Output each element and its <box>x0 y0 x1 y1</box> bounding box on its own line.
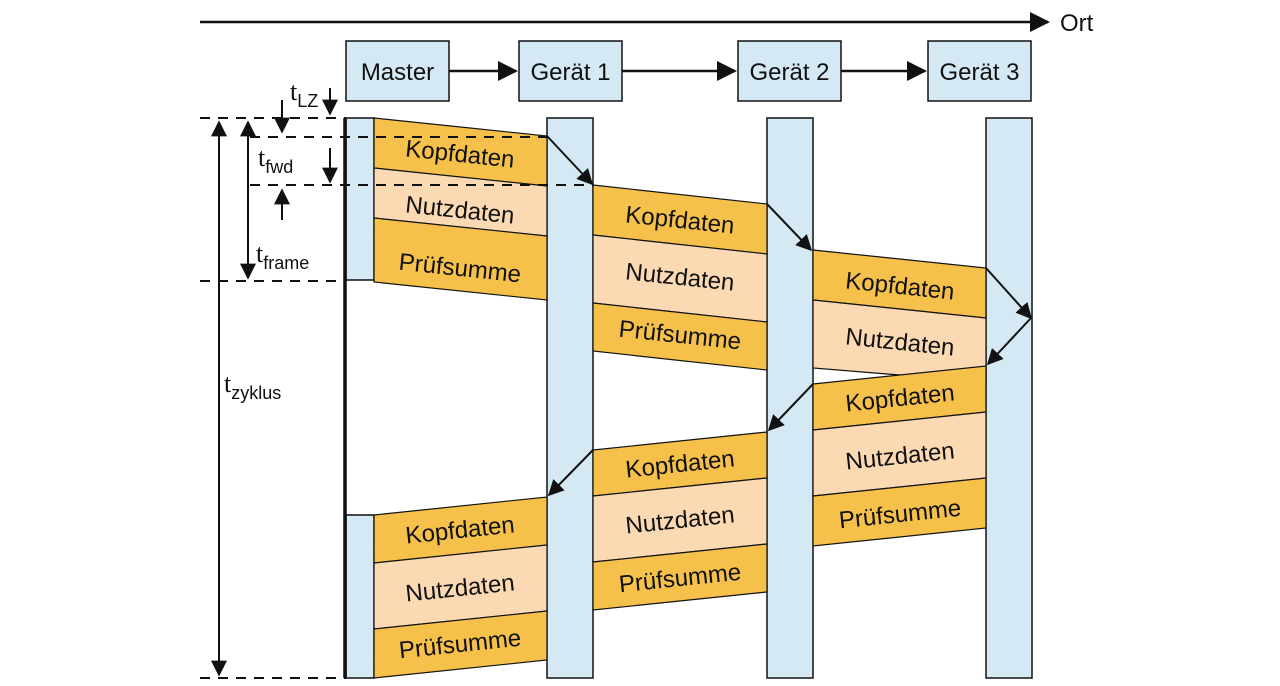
fwd-arrow-1 <box>546 135 594 186</box>
node-master: Master <box>345 40 450 102</box>
label-t-zyklus: tzyklus <box>224 369 281 403</box>
return-arrow-2 <box>767 383 814 432</box>
geraet1-column <box>546 117 594 679</box>
frame-1: Kopfdaten Nutzdaten Prüfsumme <box>373 117 548 301</box>
geraet2-column <box>766 117 814 679</box>
frame-3: Kopfdaten Nutzdaten <box>812 249 987 383</box>
fwd-arrow-3 <box>985 267 1033 320</box>
frame-2: Kopfdaten Nutzdaten Prüfsumme <box>592 184 768 371</box>
frame-6: Kopfdaten Nutzdaten Prüfsumme <box>373 496 548 679</box>
node-geraet3: Gerät 3 <box>927 40 1032 102</box>
master-return-column <box>345 514 375 679</box>
node-geraet1-label: Gerät 1 <box>530 59 610 86</box>
frame-2-checksum <box>592 302 768 371</box>
label-t-lz: tLZ <box>290 77 318 111</box>
fwd-arrow-2 <box>766 203 813 252</box>
frame-1-checksum <box>373 217 548 301</box>
node-geraet2: Gerät 2 <box>737 40 842 102</box>
master-column <box>345 117 375 281</box>
return-arrow-3 <box>547 449 594 497</box>
label-t-frame: tframe <box>256 239 309 273</box>
node-master-label: Master <box>361 59 434 86</box>
frame-5-checksum <box>592 543 768 611</box>
place-axis-label: Ort <box>1060 10 1094 37</box>
frame-5: Kopfdaten Nutzdaten Prüfsumme <box>592 431 768 611</box>
geraet3-column <box>985 117 1033 679</box>
node-geraet3-label: Gerät 3 <box>939 59 1019 86</box>
node-geraet1: Gerät 1 <box>518 40 623 102</box>
return-arrow-1 <box>986 317 1032 366</box>
label-t-fwd: tfwd <box>258 143 293 177</box>
node-geraet2-label: Gerät 2 <box>749 59 829 86</box>
frame-4-checksum <box>812 477 987 547</box>
frame-4: Kopfdaten Nutzdaten Prüfsumme <box>812 365 987 547</box>
frame-6-checksum <box>373 610 548 679</box>
